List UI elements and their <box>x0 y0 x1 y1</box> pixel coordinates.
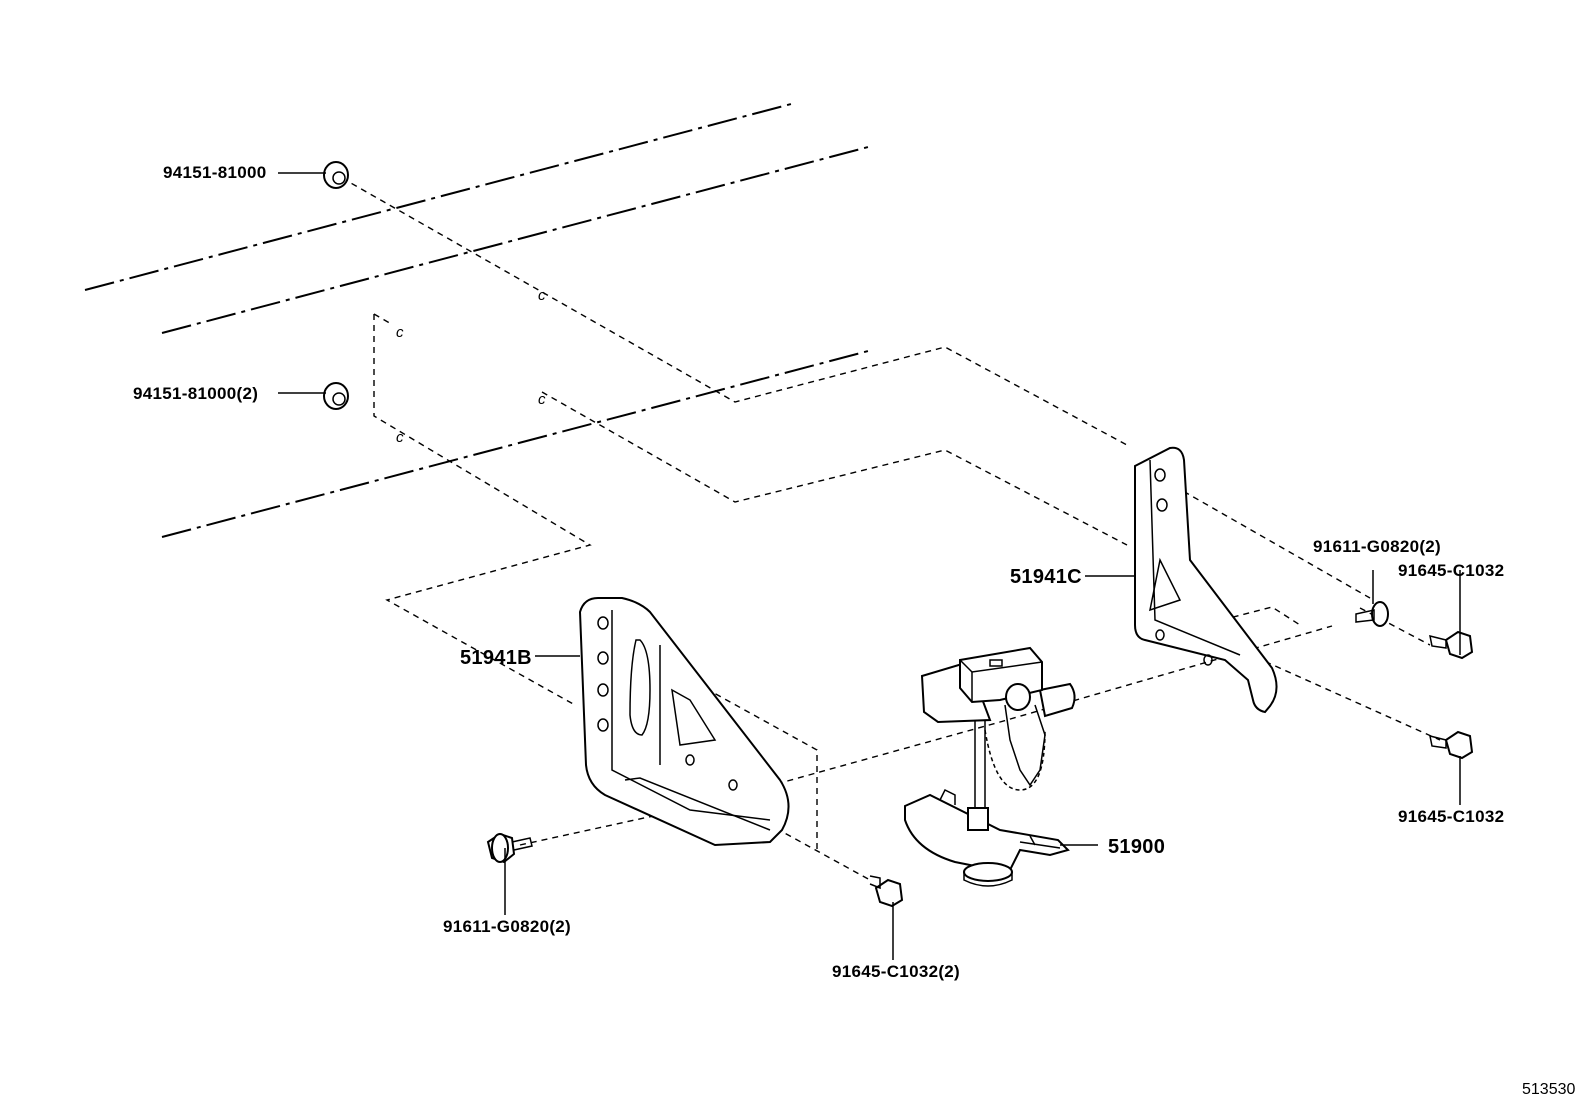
guide-line-top-nut <box>341 177 1128 446</box>
assembly-guide-lines <box>341 177 1441 881</box>
guide-line-upper-hole <box>541 391 1128 546</box>
label-bolt-right-top: 91611-G0820(2) <box>1313 537 1441 556</box>
guide-line-right-bolt-top <box>1154 474 1371 599</box>
label-bolt-right-bottom: 91645-C1032 <box>1398 807 1504 826</box>
hole-markers: c c c c <box>396 287 546 446</box>
spare-tire-carrier <box>904 646 1076 887</box>
bolt-right-upper <box>1355 601 1389 627</box>
label-bracket-right: 51941C <box>1010 566 1082 588</box>
hole-marker-4: c <box>396 429 404 446</box>
label-nut-mid: 94151-81000(2) <box>133 384 258 403</box>
diagram-code: 513530 <box>1522 1081 1575 1098</box>
weld-nut-top <box>323 161 349 189</box>
label-bracket-left: 51941B <box>460 647 532 669</box>
frame-rail-top-lower <box>161 145 873 334</box>
label-bolt-right-top2: 91645-C1032 <box>1398 561 1504 580</box>
frame-rail-top-upper <box>84 102 796 291</box>
guide-line-right-bolt-mid <box>1359 607 1431 646</box>
guide-line-mid-top <box>373 313 394 326</box>
frame-rails <box>84 102 873 538</box>
hole-marker-2: c <box>396 324 404 341</box>
guide-line-left-bolt <box>519 625 1333 846</box>
bracket-right <box>1134 446 1278 714</box>
label-bolt-left-bottom: 91611-G0820(2) <box>443 917 571 936</box>
frame-rail-bottom <box>161 349 873 538</box>
label-bolt-center-bottom: 91645-C1032(2) <box>832 962 960 981</box>
guide-line-mid-nut <box>373 314 592 706</box>
bolt-right-lower <box>1429 730 1474 805</box>
bolt-left <box>486 832 533 915</box>
leader-lines <box>278 172 1461 846</box>
label-carrier: 51900 <box>1108 836 1165 858</box>
label-nut-top: 94151-81000 <box>163 163 267 182</box>
weld-nut-mid <box>323 382 349 410</box>
bolt-center <box>869 875 904 960</box>
hole-marker-3: c <box>538 391 546 408</box>
bracket-left <box>578 597 790 847</box>
hole-marker-1: c <box>538 287 546 304</box>
bolt-right-washer <box>1429 625 1474 660</box>
